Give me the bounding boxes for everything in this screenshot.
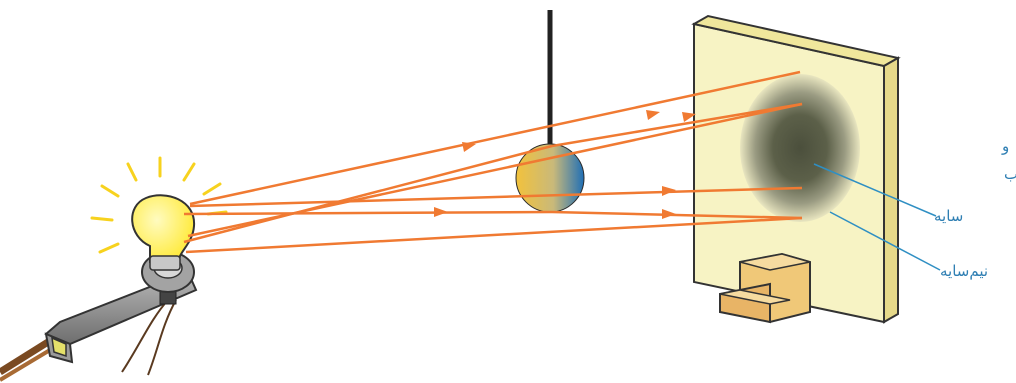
- label-edge-text-1: و: [1002, 137, 1010, 155]
- label-edge-text-2: ب: [1004, 165, 1016, 183]
- ray-arrowheads: [434, 110, 696, 219]
- light-bulb-icon: [90, 156, 228, 271]
- label-shadow: سایه: [934, 207, 964, 225]
- pointer-lines: [813, 163, 941, 271]
- cable: [0, 299, 177, 382]
- shadow-spot: [740, 74, 860, 222]
- hanging-ball: [515, 10, 585, 213]
- label-penumbra: نیم‌سایه: [940, 262, 989, 280]
- light-rays: [183, 70, 803, 254]
- screen-stand: [719, 252, 811, 324]
